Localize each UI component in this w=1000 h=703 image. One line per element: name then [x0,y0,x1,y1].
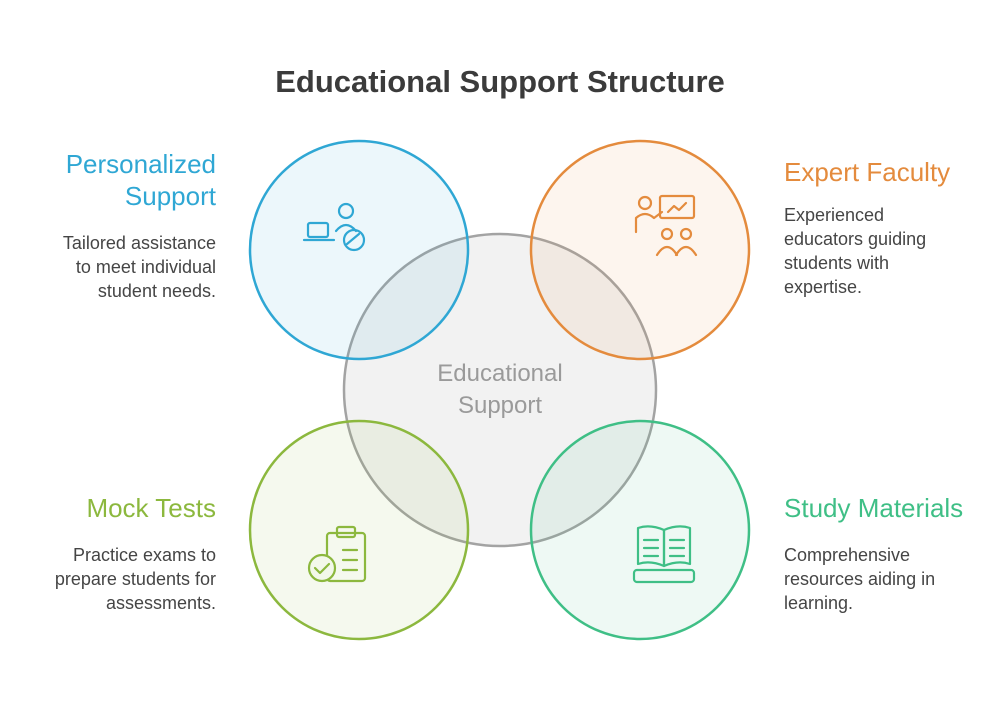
open-book-icon [632,525,696,584]
personalized-title: Personalized Support [65,149,216,211]
mock-circle [248,419,470,641]
clipboard-check-icon [307,525,367,583]
study-title: Study Materials [784,493,964,523]
center-label: Educational Support [437,360,563,419]
study-description: Comprehensive resources aiding in learni… [784,545,936,613]
expert-title: Expert Faculty [784,157,951,187]
expert-circle [529,139,751,361]
study-circle [529,419,751,641]
personalized-circle [248,139,470,361]
teacher-presentation-icon [634,194,698,257]
expert-description: Experienced educators guiding students w… [784,205,927,297]
diagram-title: Educational Support Structure [275,64,725,99]
mock-title: Mock Tests [86,493,216,523]
mock-description: Practice exams to prepare students for a… [54,545,216,613]
center-circle [342,232,658,548]
personalized-description: Tailored assistance to meet individual s… [62,233,216,301]
student-laptop-icon [302,202,366,252]
